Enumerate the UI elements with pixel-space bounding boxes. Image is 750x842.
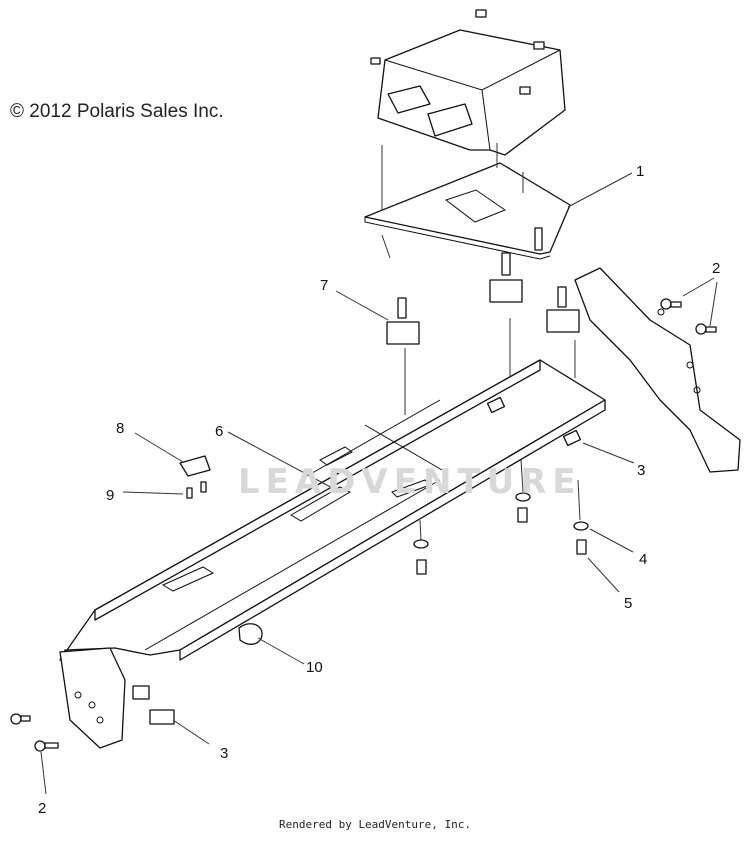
callout-label: 7 [320, 277, 328, 294]
callout-label: 9 [106, 487, 114, 504]
fasteners [10, 298, 717, 752]
callout-label: 5 [624, 595, 632, 612]
ecu-module [370, 9, 566, 156]
callout-label: 2 [712, 260, 720, 277]
footer-credit: Rendered by LeadVenture, Inc. [278, 818, 472, 831]
callout-label: 6 [215, 423, 223, 440]
leader-lines [40, 172, 718, 795]
rubber-mounts [386, 252, 580, 345]
watermark: LEADVENTURE [238, 462, 582, 502]
callout-label: 3 [220, 745, 228, 762]
copyright-text: © 2012 Polaris Sales Inc. [10, 101, 224, 122]
callout-label: 3 [637, 462, 645, 479]
callout-label: 1 [636, 163, 644, 180]
callout-label: 8 [116, 420, 124, 437]
mounting-plate [364, 162, 571, 260]
callout-label: 2 [38, 800, 46, 817]
side-bracket [574, 267, 741, 473]
callout-label: 4 [639, 551, 647, 568]
main-bracket [59, 359, 606, 749]
callout-label: 10 [306, 659, 323, 676]
